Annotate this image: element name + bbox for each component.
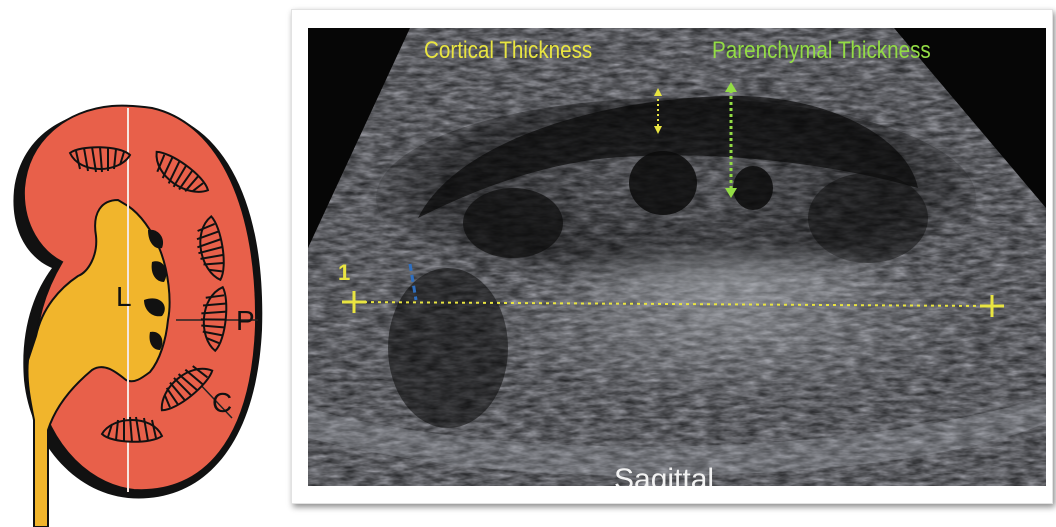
cortical-thickness-label: Cortical Thickness	[424, 37, 592, 65]
ultrasound-frame: Cortical Thickness Parenchymal Thickness…	[291, 9, 1053, 504]
label-pyramid: P	[236, 305, 255, 336]
label-cortex: C	[212, 387, 232, 418]
caliper-marker-label: 1	[338, 260, 350, 286]
ultrasound-scan	[308, 28, 1046, 486]
parenchymal-thickness-label: Parenchymal Thickness	[712, 37, 931, 65]
label-lobe: L	[116, 281, 132, 312]
view-label: Sagittal	[614, 463, 714, 486]
ultrasound-image: Cortical Thickness Parenchymal Thickness…	[308, 28, 1046, 486]
kidney-diagram: L P C	[0, 0, 290, 527]
